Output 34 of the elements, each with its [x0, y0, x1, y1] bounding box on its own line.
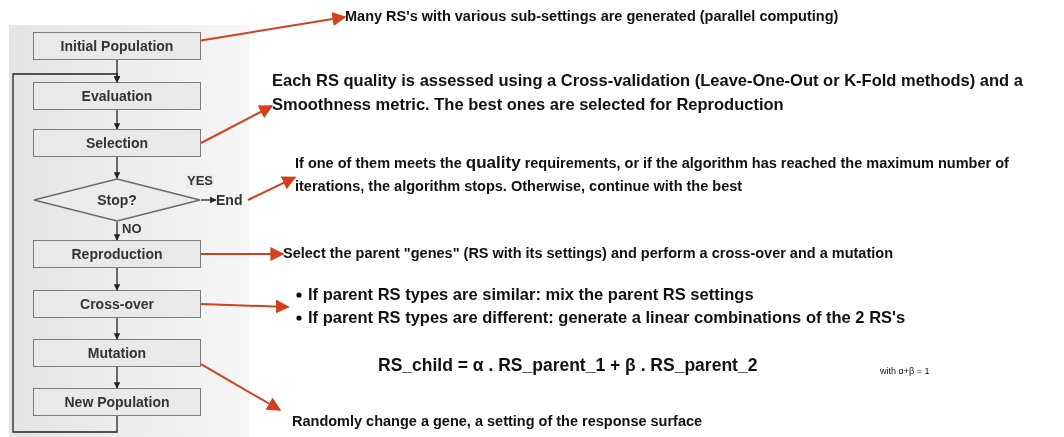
annotation-text: Select the parent "genes" (RS with its settings) and perform a cross-over and a mutation: [283, 242, 1053, 266]
process-box: New Population: [33, 388, 201, 416]
connector-arrow: [113, 317, 121, 340]
edge-label: YES: [186, 174, 214, 188]
connector-arrow: [200, 299, 290, 314]
edge-label: NO: [121, 222, 143, 236]
connector-arrow: [113, 221, 121, 241]
process-box: Selection: [33, 129, 201, 157]
connector-arrow: [200, 196, 217, 204]
process-box: Mutation: [33, 339, 201, 367]
process-box: Evaluation: [33, 82, 201, 110]
note-text: with α+β = 1: [880, 366, 930, 376]
connector-arrow: [200, 247, 285, 261]
annotation-text: If one of them meets the quality requirements, or if the algorithm has reached the maximum number of iterations, the algorithm stops. Otherwise, continue with the best: [295, 151, 1020, 199]
connector-arrow: [113, 156, 121, 179]
annotation-text: Many RS's with various sub-settings are generated (parallel computing): [345, 5, 1045, 29]
annotation-text: Each RS quality is assessed using a Cross-validation (Leave-One-Out or K-Fold methods) and a Smoothness metric. The best ones are selected for Reproduction: [272, 68, 1062, 118]
process-box: Reproduction: [33, 240, 201, 268]
connector-arrow: [113, 109, 121, 130]
process-box: Initial Population: [33, 32, 201, 60]
connector-arrow: [113, 366, 121, 389]
connector-arrow: [113, 267, 121, 291]
bullet-item: If parent RS types are similar: mix the parent RS settings: [308, 285, 754, 303]
formula-text: RS_child = α . RS_parent_1 + β . RS_parent_2: [378, 355, 758, 376]
connector-arrow: [200, 105, 274, 144]
terminal-text: End: [216, 191, 248, 209]
process-box: Cross-over: [33, 290, 201, 318]
connector-arrow: [200, 363, 282, 411]
connector-arrow: [247, 176, 297, 201]
bullet-item: If parent RS types are different: generate a linear combinations of the 2 RS's: [308, 308, 906, 326]
connector-arrow: [200, 12, 347, 42]
annotation-text: Randomly change a gene, a setting of the response surface: [292, 410, 892, 434]
decision-label: Stop?: [97, 192, 137, 208]
connector-arrow: [12, 73, 121, 433]
